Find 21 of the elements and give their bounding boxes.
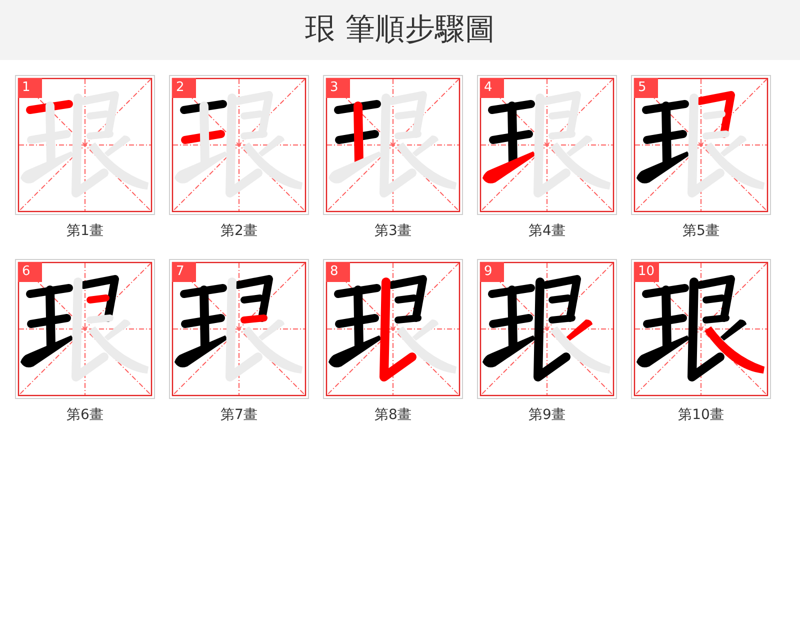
step-number: 9 <box>480 262 504 282</box>
step-caption: 第6畫 <box>66 407 104 423</box>
step-number: 4 <box>480 78 504 98</box>
step-caption: 第9畫 <box>528 407 566 423</box>
step-caption: 第2畫 <box>220 223 258 239</box>
step-caption: 第1畫 <box>66 223 104 239</box>
step-caption: 第5畫 <box>682 223 720 239</box>
step-caption: 第3畫 <box>374 223 412 239</box>
step-caption: 第8畫 <box>374 407 412 423</box>
step-number: 6 <box>18 262 42 282</box>
step-number: 7 <box>172 262 196 282</box>
step-number: 5 <box>634 78 658 98</box>
step-number: 2 <box>172 78 196 98</box>
step-number: 10 <box>634 262 659 282</box>
page-title: 珢 筆順步驟圖 <box>305 12 495 48</box>
step-number: 3 <box>326 78 350 98</box>
step-caption: 第7畫 <box>220 407 258 423</box>
step-number: 1 <box>18 78 42 98</box>
step-caption: 第4畫 <box>528 223 566 239</box>
step-number: 8 <box>326 262 350 282</box>
step-caption: 第10畫 <box>678 407 724 423</box>
